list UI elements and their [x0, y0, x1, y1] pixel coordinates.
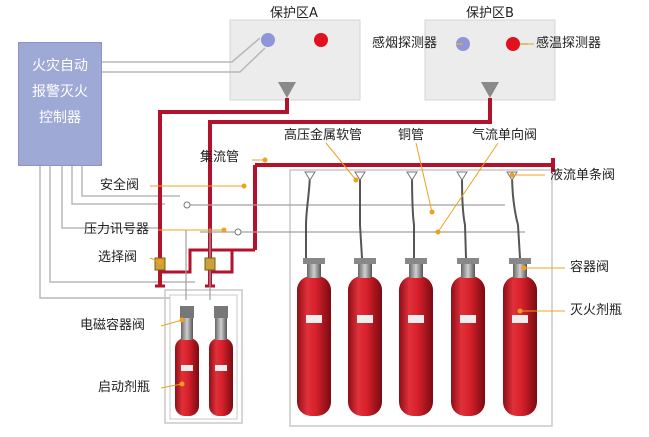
main-pipe-network	[158, 98, 555, 286]
agent-bottle	[297, 258, 331, 416]
copper-pipe-label: 铜管	[398, 128, 425, 143]
zone-a-nozzle	[278, 82, 296, 98]
starter-cabinet-inner	[169, 294, 238, 420]
check-valve-liquid-label: 液流单条阀	[550, 168, 616, 183]
fire-alarm-controller: 火灾自动 报警灭火 控制器	[18, 42, 102, 166]
pressure-signal-label: 压力讯号器	[84, 222, 150, 237]
zone-b-title: 保护区B	[466, 6, 514, 21]
check-valves	[304, 171, 518, 181]
agent-bottles	[297, 258, 537, 416]
controller-line-2: 报警灭火	[32, 84, 88, 100]
agent-bottle-label: 灭火剂瓶	[570, 303, 623, 318]
controller-line-1: 火灾自动	[32, 58, 88, 74]
container-valve-label: 容器阀	[570, 260, 610, 275]
starter-bottle	[209, 306, 233, 416]
safety-valve-icon	[183, 201, 191, 209]
agent-bottle	[399, 258, 433, 416]
leader-dots	[157, 157, 527, 387]
starter-bottle	[175, 306, 199, 416]
starter-bottles	[175, 306, 233, 416]
copper-pipes	[185, 204, 525, 300]
zone-b-nozzle	[481, 82, 499, 98]
signal-wiring	[39, 37, 528, 299]
selector-valves	[154, 257, 216, 271]
hose-label: 高压金属软管	[284, 128, 363, 143]
zone-b-heat-detector	[506, 37, 520, 51]
zone-a-panel	[229, 19, 361, 101]
heat-detector-label: 感温探测器	[536, 36, 602, 51]
zone-a-smoke-detector	[261, 33, 275, 47]
high-pressure-hoses	[305, 171, 521, 259]
main-cabinet-frame	[289, 169, 553, 427]
solenoid-valve-label: 电磁容器阀	[80, 318, 146, 333]
smoke-detector-label: 感烟探测器	[372, 36, 438, 51]
zone-a-heat-detector	[314, 33, 328, 47]
leader-lines	[149, 43, 565, 389]
pressure-switch-icon	[234, 228, 242, 236]
check-valve-air-label: 气流单向阀	[472, 128, 538, 143]
manifold-label: 集流管	[200, 150, 240, 165]
controller-line-3: 控制器	[39, 110, 81, 126]
zone-a-title: 保护区A	[270, 6, 318, 21]
agent-bottle	[503, 258, 537, 416]
zone-b-panel	[424, 19, 556, 101]
agent-bottle	[451, 258, 485, 416]
selector-valve-label: 选择阀	[98, 250, 138, 265]
starter-cabinet-frame	[164, 289, 243, 424]
safety-valve-label: 安全阀	[100, 178, 140, 193]
starter-bottle-label: 启动剂瓶	[98, 380, 151, 395]
agent-bottle	[348, 258, 382, 416]
